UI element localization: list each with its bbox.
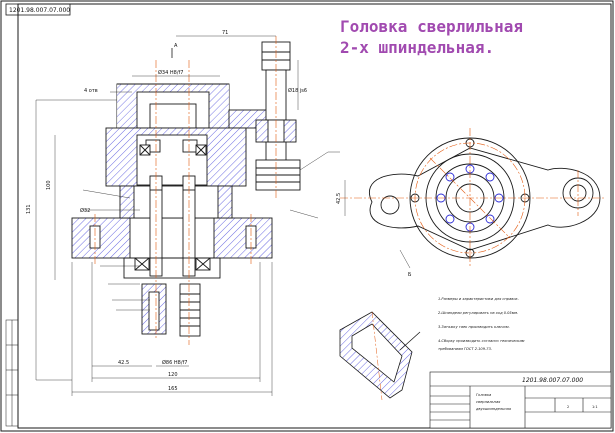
note-line-3: 3.Затяжку гаек производить ключом. bbox=[438, 325, 510, 329]
note-line-1: 1.Размеры и характеристики для справок. bbox=[438, 297, 519, 301]
stamp-sheet: 2 bbox=[567, 405, 569, 409]
section-label: A bbox=[174, 43, 178, 49]
view-label: Б bbox=[408, 272, 412, 278]
section-centerlines bbox=[94, 36, 277, 345]
note-line-2: 2.Шпиндели регулировать на ход 0.05мм. bbox=[438, 311, 518, 315]
stamp-name-line2: сверлильная bbox=[476, 400, 501, 404]
stamp-scale: 1:1 bbox=[592, 405, 598, 409]
code-box-top-left: 1201.98.007.07.000 bbox=[5, 3, 71, 16]
note-line-4: 4.Сборку производить согласно технически… bbox=[438, 339, 525, 343]
stamp-doc-code: 1201.98.007.07.000 bbox=[522, 377, 583, 384]
dim-right-dia: Ø18 js6 bbox=[288, 87, 307, 94]
section-dimensions bbox=[35, 35, 340, 396]
dim-left-height2: 100 bbox=[46, 180, 52, 190]
title-block bbox=[429, 371, 612, 429]
stamp-name-line1: Головка bbox=[476, 393, 491, 397]
dim-upper-bore: Ø34 H8/f7 bbox=[158, 69, 183, 76]
dim-bottom-wide: 120 bbox=[168, 372, 178, 378]
dim-left-height: 131 bbox=[26, 204, 32, 214]
code-box-text: 1201.98.007.07.000 bbox=[9, 7, 70, 14]
drawing-title-line2: 2-х шпиндельная. bbox=[340, 38, 494, 57]
technical-notes: 1.Размеры и характеристики для справок. … bbox=[438, 297, 525, 351]
left-margin-stamp bbox=[5, 319, 19, 427]
dim-flange-label: Ø32 bbox=[80, 207, 90, 214]
plan-dimensions bbox=[344, 180, 411, 269]
section-marker: A bbox=[171, 43, 178, 58]
dim-plan-spacing: 42.5 bbox=[336, 193, 342, 204]
inner-frame bbox=[17, 3, 612, 429]
detail-view bbox=[339, 311, 421, 401]
dim-bottom-small: 42.5 bbox=[118, 360, 129, 366]
dim-top-left-mark: 4 отв bbox=[84, 88, 98, 94]
stamp-name-line3: двухшпиндельная bbox=[475, 407, 512, 411]
note-line-5: требованиям ГОСТ 2.109-73. bbox=[438, 347, 492, 351]
plan-centerlines bbox=[340, 128, 605, 268]
dim-bottom-mid: Ø86 H8/f7 bbox=[162, 359, 187, 366]
dim-top-width: 71 bbox=[222, 30, 228, 36]
drawing-title-line1: Головка сверлильная bbox=[340, 17, 523, 36]
section-view bbox=[71, 41, 301, 337]
dim-bottom-total: 165 bbox=[168, 386, 178, 392]
